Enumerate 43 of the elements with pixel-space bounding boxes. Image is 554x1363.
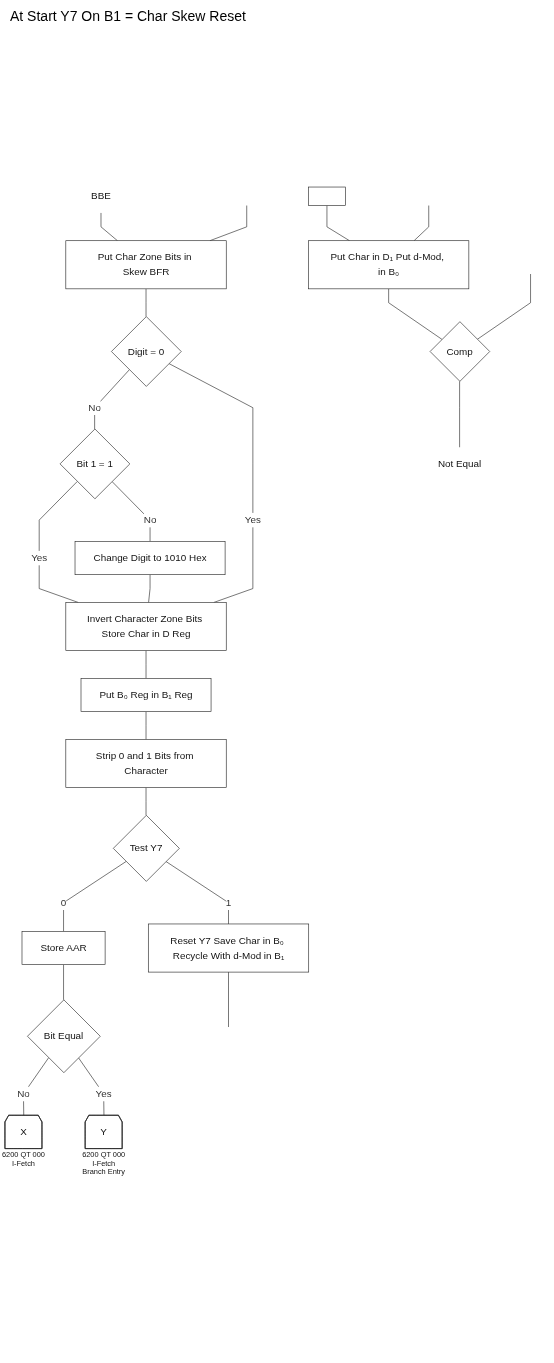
node-diamond: Test Y7 bbox=[113, 815, 180, 882]
connector bbox=[145, 711, 147, 740]
edge-label: No bbox=[143, 514, 157, 526]
connector bbox=[168, 363, 254, 603]
edge-label: Yes bbox=[31, 552, 48, 563]
edge-label: Yes bbox=[244, 514, 261, 526]
connector bbox=[63, 861, 127, 932]
connector bbox=[145, 787, 147, 816]
node-box: Reset Y7 Save Char in B₀ Recycle With d-Mod in B₁ bbox=[148, 923, 310, 973]
connector bbox=[145, 650, 147, 679]
node-box: Put B₀ Reg in B₁ Reg bbox=[80, 678, 212, 712]
node-box: Change Digit to 1010 Hex bbox=[74, 541, 226, 575]
connector bbox=[413, 205, 430, 241]
node-diamond: Digit = 0 bbox=[111, 316, 182, 387]
node-box bbox=[308, 186, 346, 206]
connector bbox=[388, 288, 443, 340]
edge-label: BBE bbox=[91, 190, 111, 202]
connector bbox=[165, 861, 229, 925]
node-diamond: Bit Equal bbox=[27, 999, 101, 1073]
node-box: Put Char in D₁ Put d-Mod, in B₀ bbox=[308, 240, 470, 290]
connector bbox=[38, 481, 79, 603]
edge-label: Not Equal bbox=[437, 458, 482, 469]
connector bbox=[94, 369, 130, 430]
node-box: Put Char Zone Bits in Skew BFR bbox=[65, 240, 227, 290]
edge-label: Yes bbox=[95, 1088, 112, 1099]
edge-label: No bbox=[88, 402, 101, 413]
connector bbox=[78, 1057, 105, 1116]
note-text: At Start Y7 On B1 = Char Skew Reset bbox=[10, 8, 247, 24]
connector bbox=[100, 212, 118, 241]
edge-label: 1 bbox=[225, 897, 232, 908]
node-box: Store AAR bbox=[21, 931, 106, 965]
node-box: Invert Character Zone Bits Store Char in D Reg bbox=[65, 602, 227, 651]
node-box: Strip 0 and 1 Bits from Character bbox=[65, 739, 227, 788]
node-diamond: Comp bbox=[429, 321, 491, 382]
connector bbox=[476, 273, 531, 340]
node-diamond: Bit 1 = 1 bbox=[59, 428, 131, 500]
connector bbox=[63, 964, 64, 1001]
connector bbox=[228, 971, 229, 1028]
edge-label: 0 bbox=[60, 897, 67, 908]
edge-label: No bbox=[17, 1088, 30, 1099]
connector bbox=[111, 481, 151, 542]
connector bbox=[23, 1057, 49, 1116]
connector bbox=[148, 574, 151, 603]
